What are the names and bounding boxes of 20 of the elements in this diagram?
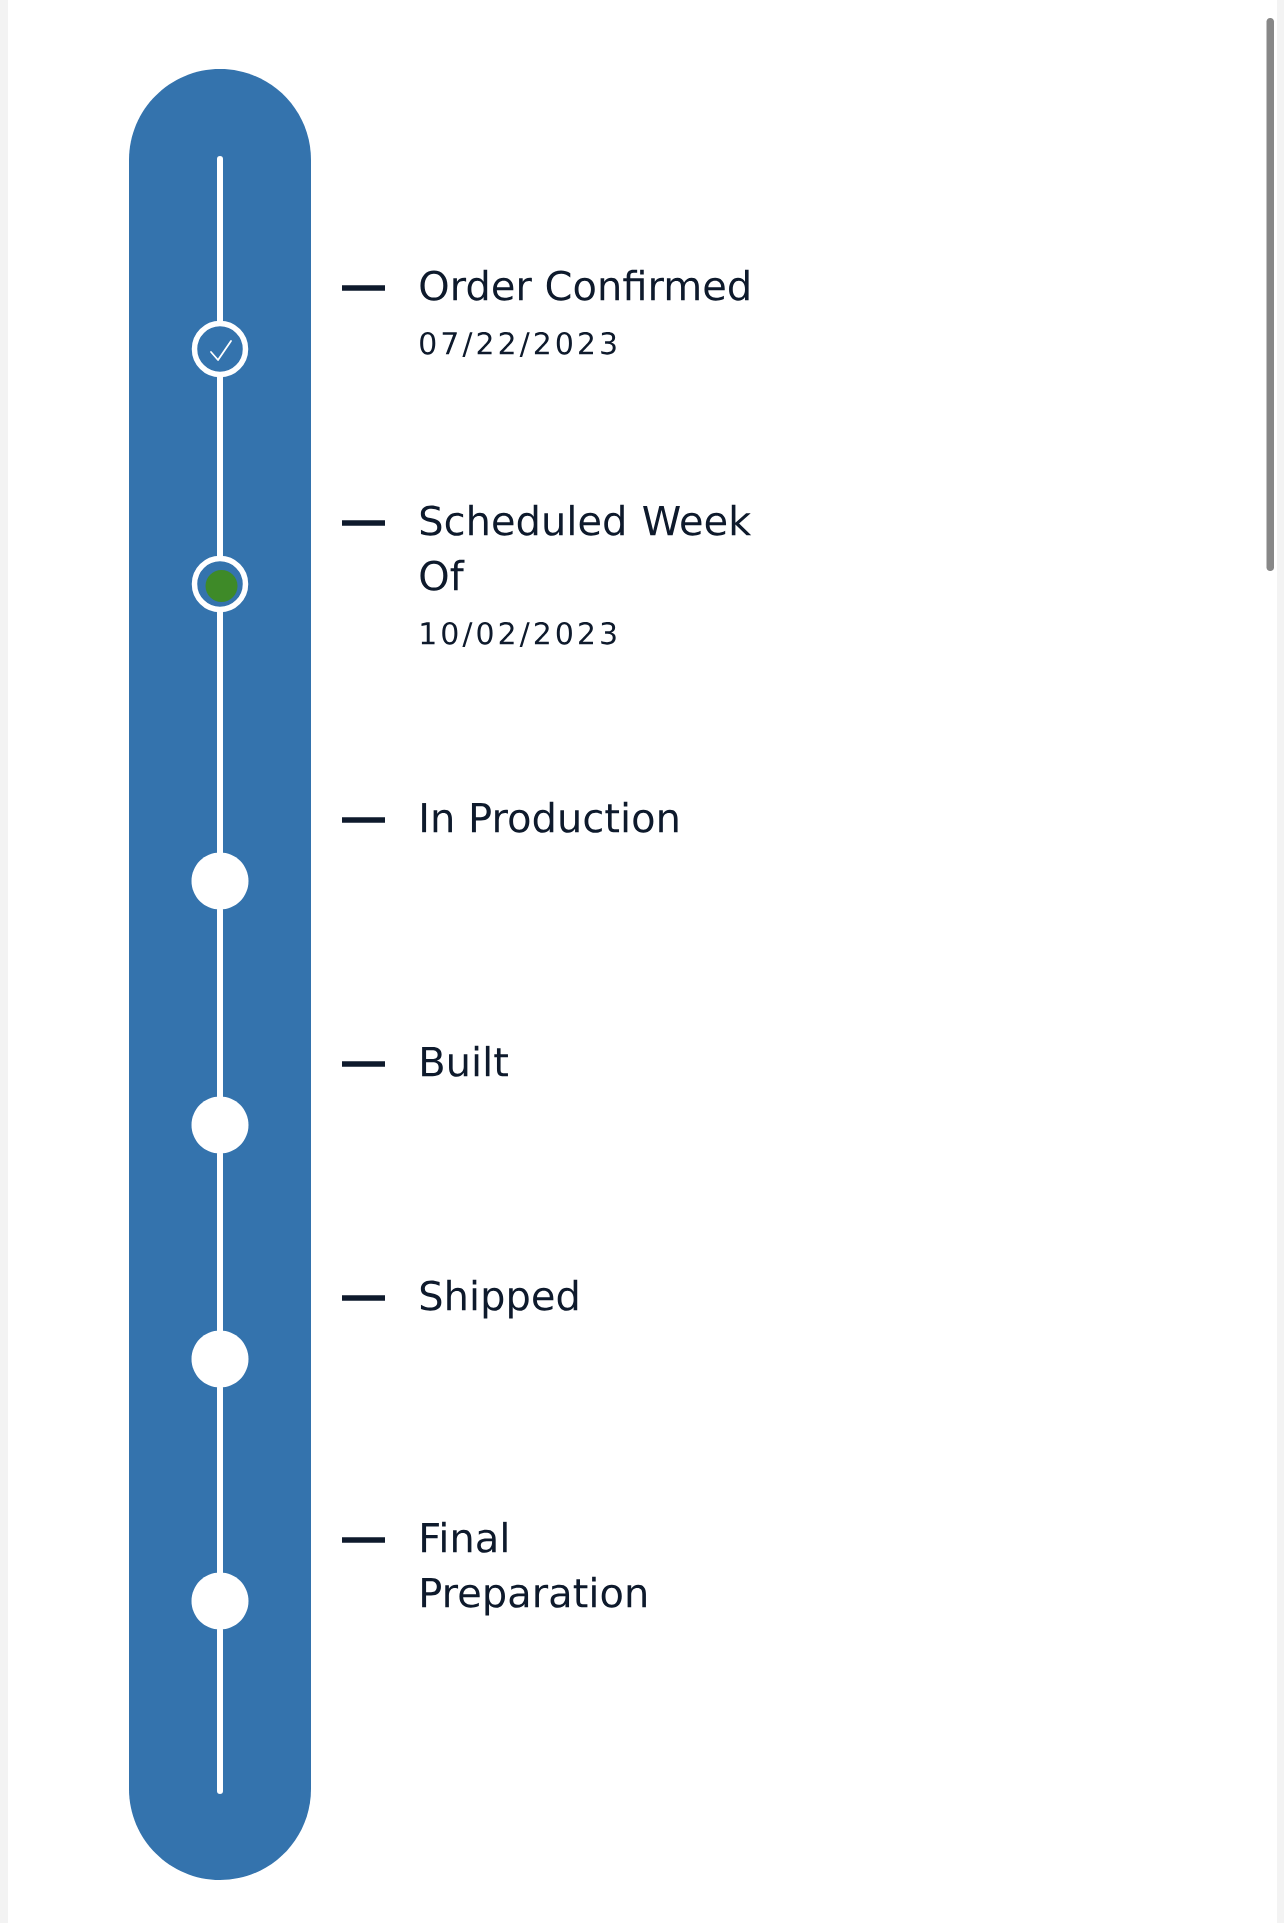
timeline-line	[217, 374, 223, 559]
step-title: Scheduled Week Of	[420, 504, 752, 591]
timeline-line	[217, 1150, 223, 1334]
step-date: 10/02/2023	[421, 621, 616, 647]
timeline-line	[217, 1384, 223, 1576]
step-circle	[191, 1096, 249, 1154]
timeline-bar	[129, 69, 311, 1880]
timeline-line	[217, 156, 223, 324]
step-title: Built	[422, 1045, 508, 1077]
timeline-line	[217, 906, 223, 1100]
step-title: Final Preparation	[422, 1521, 646, 1616]
step-title: In Production	[422, 801, 678, 833]
step-circle	[191, 1330, 249, 1388]
step-circle	[191, 1572, 249, 1630]
step-title: Order Confirmed	[420, 269, 749, 301]
step-circle	[191, 852, 249, 910]
step-date: 07/22/2023	[420, 331, 616, 357]
timeline-line	[217, 1626, 223, 1794]
step-title: Shipped	[420, 1279, 578, 1319]
timeline-line	[217, 609, 223, 856]
